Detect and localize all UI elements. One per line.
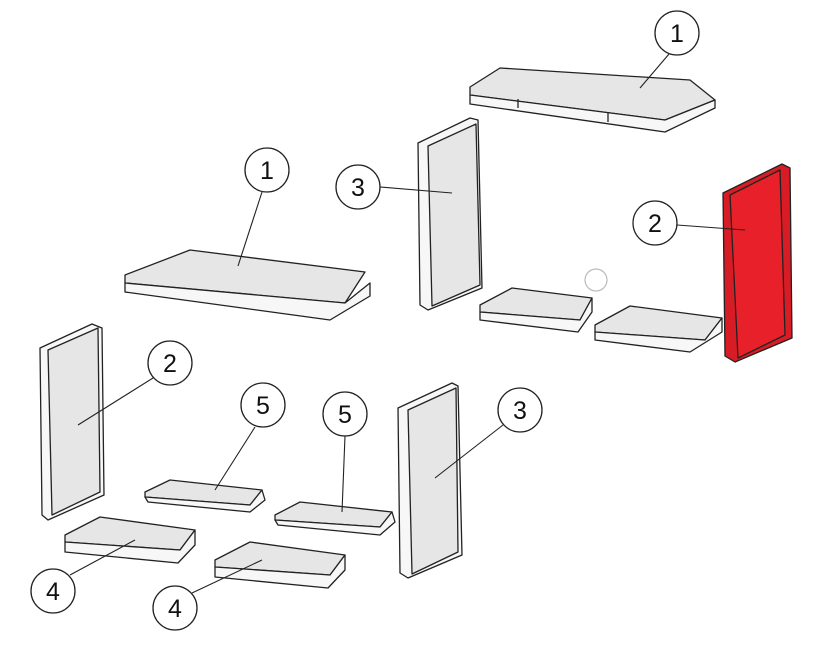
callout-part-1-left: 1 <box>244 147 290 193</box>
callout-part-4-left: 4 <box>30 568 76 614</box>
reference-circle-marker <box>584 268 608 292</box>
part-4-mid-right-brick[interactable] <box>594 305 723 353</box>
part-4-mid-left-brick[interactable] <box>479 287 593 333</box>
part-3-lower-brick[interactable] <box>397 382 463 579</box>
svg-text:2: 2 <box>163 350 177 378</box>
svg-text:5: 5 <box>256 392 270 420</box>
part-5-left-brick[interactable] <box>144 479 266 513</box>
part-5-right-brick[interactable] <box>274 501 396 536</box>
svg-text:1: 1 <box>260 157 274 185</box>
leader-lines <box>69 53 746 594</box>
callout-part-2-left: 2 <box>147 340 193 386</box>
part-3-upper-brick[interactable] <box>417 117 483 311</box>
callout-part-4-right: 4 <box>152 585 198 631</box>
callout-part-5-left: 5 <box>240 382 286 428</box>
part-2-right-brick-highlighted[interactable] <box>722 163 793 363</box>
callout-part-3-upper: 3 <box>335 164 381 210</box>
svg-text:3: 3 <box>351 174 365 202</box>
part-1-top-right-brick[interactable] <box>469 67 716 133</box>
part-2-left-brick[interactable] <box>39 323 105 521</box>
callout-part-1-top: 1 <box>654 10 700 56</box>
svg-text:3: 3 <box>513 397 527 425</box>
svg-text:2: 2 <box>648 210 662 238</box>
callout-part-3-lower: 3 <box>497 387 543 433</box>
svg-text:4: 4 <box>168 595 182 623</box>
callout-part-5-right: 5 <box>322 391 368 437</box>
callout-part-2-right: 2 <box>632 200 678 246</box>
part-4-left-brick[interactable] <box>64 516 196 564</box>
svg-text:1: 1 <box>670 20 684 48</box>
part-1-left-brick[interactable] <box>124 249 371 321</box>
svg-text:4: 4 <box>46 578 60 606</box>
svg-text:5: 5 <box>338 401 352 429</box>
